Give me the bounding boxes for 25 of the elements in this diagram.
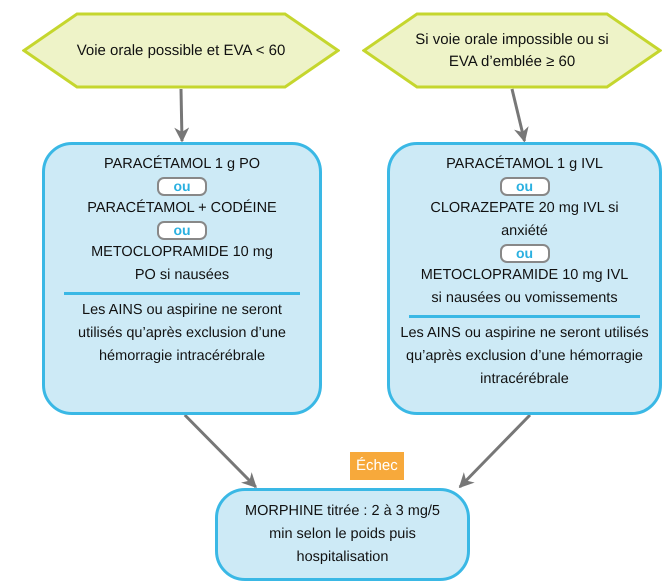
condition-text: Si voie orale impossible ou si EVA d’emblée ≥ 60 [414,30,610,72]
arrow [458,414,532,488]
or-badge: ou [500,244,550,263]
treatment-box [387,142,662,415]
note-text: Les AINS ou aspirine ne seront utilisés qu’après exclusion d’une hémorragie intracérébrale [77,301,287,366]
arrow [510,88,529,142]
failure-badge: Échec [350,452,404,480]
or-badge: ou [500,177,550,196]
arrow [174,88,190,142]
treatment-box [215,488,470,581]
treatment-text: CLORAZEPATE 20 mg IVL si anxiété [429,199,620,241]
treatment-text: PARACÉTAMOL 1 g PO [104,154,260,174]
arrow [184,414,257,488]
note-text: Les AINS ou aspirine ne seront utilisés qu’après exclusion d’une hémorragie intracérébrale [399,324,650,389]
treatment-text: METOCLOPRAMIDE 10 mg IVL si nausées ou vomissements [420,266,630,308]
condition-text: Voie orale possible et EVA < 60 [76,40,286,60]
treatment-box [42,142,322,415]
treatment-text: PARACÉTAMOL + CODÉINE [87,198,277,218]
condition-hexagon [22,12,340,89]
treatment-text: MORPHINE titrée : 2 à 3 mg/5 min selon le poids puis hospitalisation [244,502,441,567]
treatment-text: PARACÉTAMOL 1 g IVL [446,154,603,174]
or-badge: ou [157,221,207,240]
or-badge: ou [157,177,207,196]
condition-hexagon [362,12,662,89]
treatment-text: METOCLOPRAMIDE 10 mg PO si nausées [90,243,274,285]
